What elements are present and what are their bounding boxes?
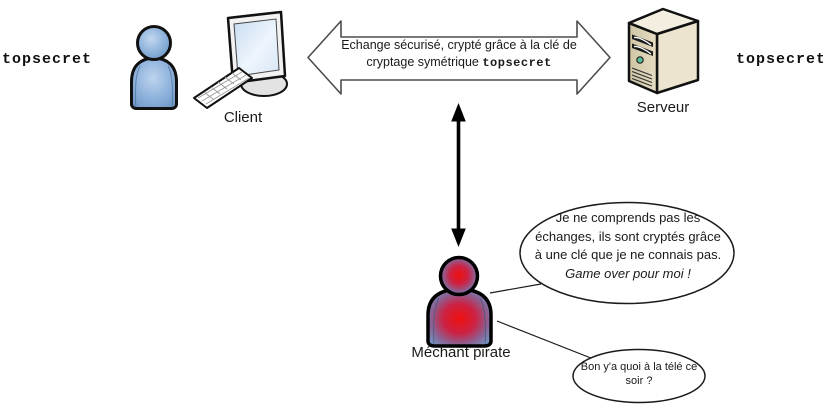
exchange-arrow-icon — [307, 20, 611, 95]
exchange-arrow-line2: cryptage symétrique topsecret — [336, 54, 582, 72]
client-head — [136, 25, 172, 61]
bubble-main-line2: échanges, ils sont cryptés grâce — [535, 228, 721, 244]
speech-bubble-tv-text: Bon y'a quoi à la télé ce soir ? — [577, 360, 701, 388]
client-label: Client — [223, 109, 263, 126]
speech-bubble-tv-shape — [496, 320, 706, 404]
server-label: Serveur — [636, 99, 690, 116]
exchange-arrow-text: Echange sécurisé, crypté grâce à la clé … — [336, 37, 582, 71]
interception-arrow-icon — [451, 103, 466, 247]
exchange-arrow-line2-prefix: cryptage symétrique — [366, 54, 483, 69]
client-body — [130, 56, 178, 110]
pirate-body — [426, 287, 493, 348]
server-vents — [631, 67, 653, 87]
speech-bubble-main-shape — [489, 201, 735, 305]
client-person-icon — [130, 25, 178, 110]
server-drive-bays — [632, 34, 653, 56]
speech-bubble-main-text: Je ne comprends pas les échanges, ils so… — [524, 209, 732, 283]
bubble-main-line4: Game over pour moi ! — [565, 265, 691, 281]
keyboard-icon — [193, 67, 253, 109]
bubble-main-line1: Je ne comprends pas les — [555, 210, 701, 225]
bubble-tv-line1: Bon y'a quoi à la télé ce — [580, 361, 698, 373]
desktop-computer-icon — [193, 10, 288, 109]
server-led — [636, 56, 644, 64]
pirate-person-icon — [426, 255, 493, 348]
exchange-arrow-line1: Echange sécurisé, crypté grâce à la clé … — [341, 38, 577, 52]
server-key-text: topsecret — [736, 51, 823, 68]
monitor-screen — [233, 18, 280, 77]
exchange-arrow-key: topsecret — [482, 55, 552, 70]
client-key-text: topsecret — [2, 51, 93, 68]
bubble-main-line3: à une clé que je ne connais pas. — [534, 247, 722, 262]
pirate-head — [438, 255, 480, 297]
bubble-tv-line2: soir ? — [625, 375, 653, 387]
pirate-label: Méchant pirate — [411, 344, 511, 361]
server-tower-icon — [627, 7, 700, 95]
